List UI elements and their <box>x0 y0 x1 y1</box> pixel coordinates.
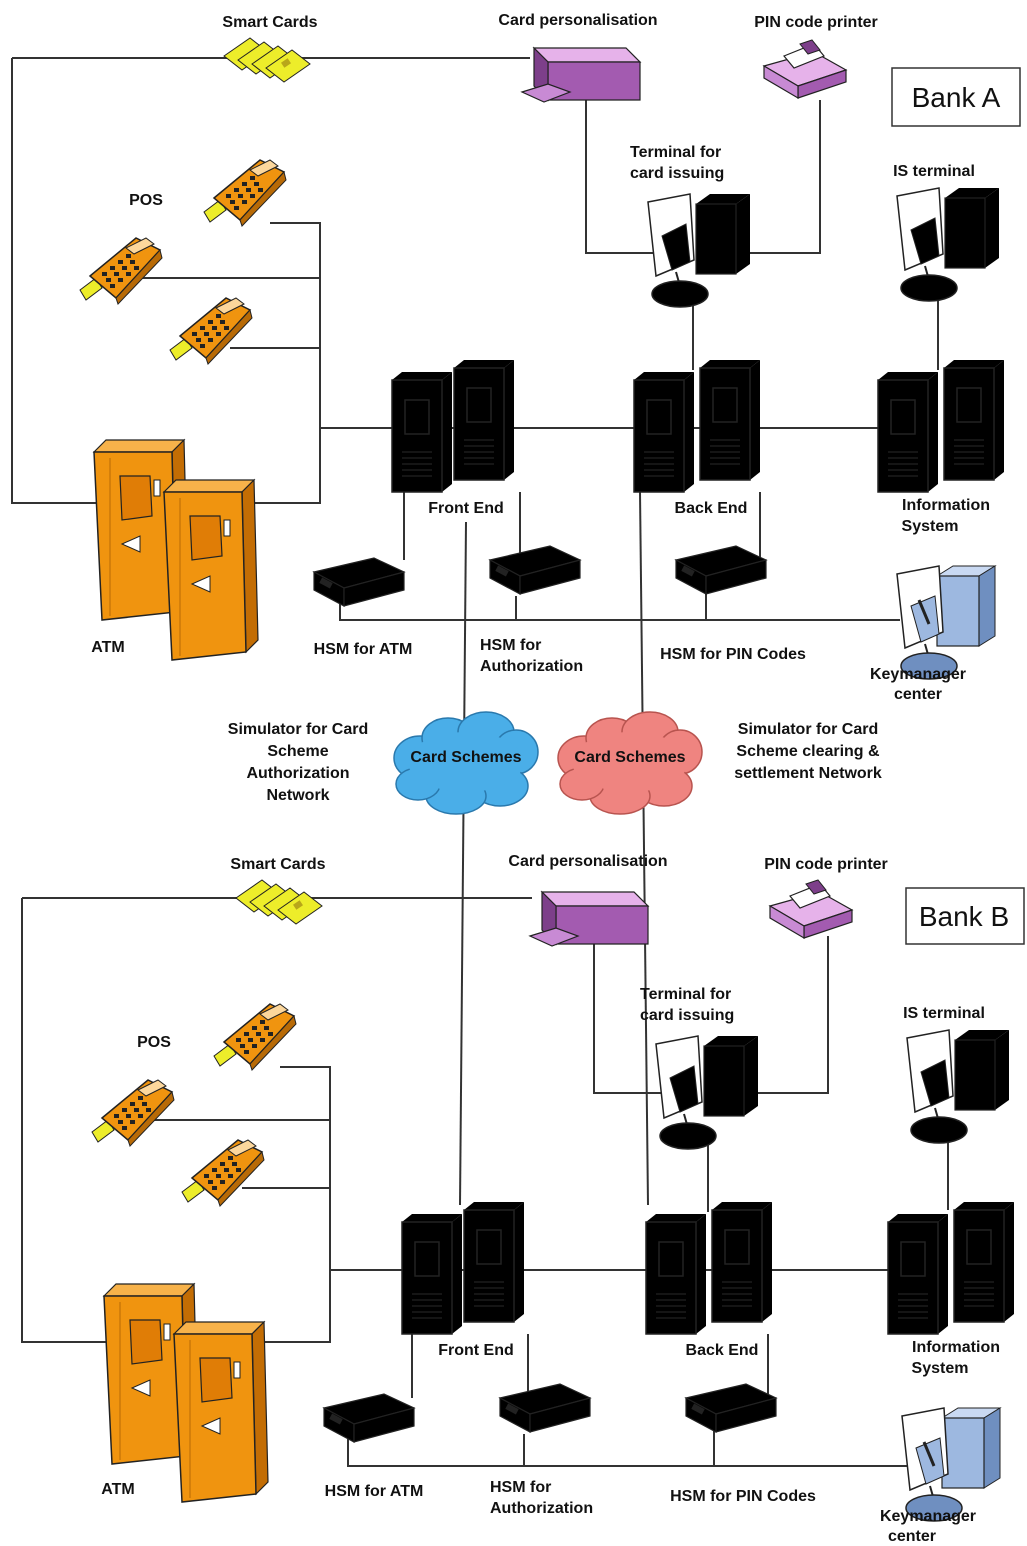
bank-a-keymanager-label-1: Keymanager <box>870 666 966 683</box>
bank-a-title-box <box>891 67 1021 127</box>
bank-b-is-terminal-icon <box>906 1029 1010 1144</box>
bank-a-back-end-server-icon-1 <box>633 371 695 493</box>
bank-b-front-end-server-icon-2 <box>463 1201 525 1323</box>
bank-a-pin-printer-icon <box>763 39 847 99</box>
bank-a-front-end-server-icon-1 <box>391 371 453 493</box>
bank-a-hsm-atm-label: HSM for ATM <box>314 641 413 658</box>
bank-b-front-end-label: Front End <box>438 1342 514 1359</box>
bank-a-hsm-atm-icon <box>313 557 405 607</box>
bank-a-terminal-issuing-label-1: Terminal for <box>630 144 721 161</box>
bank-a-atm-icon-2 <box>163 479 259 661</box>
bank-a-information-system-label-1: Information <box>902 497 990 514</box>
sim-clearing-label-1: Simulator for Card <box>738 721 878 738</box>
bank-b-terminal-issuing-label-1: Terminal for <box>640 986 731 1003</box>
bank-a-smart-cards-label: Smart Cards <box>222 14 317 31</box>
bank-a-back-end-server-icon-2 <box>699 359 761 481</box>
bank-a-pos-icon-1 <box>203 159 287 227</box>
bank-b-pin-printer-label: PIN code printer <box>764 856 888 873</box>
bank-b-hsm-pin-icon <box>685 1383 777 1433</box>
cloud-clearing-label: Card Schemes <box>574 749 685 766</box>
bank-b-pos-icon-1 <box>213 1003 297 1071</box>
bank-b-is-terminal-label: IS terminal <box>903 1005 985 1022</box>
bank-a-front-end-server-icon-2 <box>453 359 515 481</box>
bank-b-keymanager-icon <box>900 1406 1002 1523</box>
sim-auth-label-3: Authorization <box>246 765 349 782</box>
bank-a-pos-label: POS <box>129 192 163 209</box>
bank-b-terminal-issuing-label-2: card issuing <box>640 1007 734 1024</box>
bank-a-front-end-label: Front End <box>428 500 504 517</box>
bank-a-hsm-auth-label-1: HSM for <box>480 637 541 654</box>
sim-auth-label-4: Network <box>266 787 329 804</box>
bank-a-hsm-auth-label-2: Authorization <box>480 658 583 675</box>
bank-a-keymanager-label-2: center <box>894 686 942 703</box>
card-schemes-section: Card Schemes Card Schemes Simulator for … <box>228 711 882 815</box>
sim-auth-label-2: Scheme <box>267 743 328 760</box>
bank-a-title: Bank A <box>912 82 1001 113</box>
bank-b-smart-cards-label: Smart Cards <box>230 856 325 873</box>
bank-b-section: Bank B Smart Cards Card personalisation … <box>21 853 1025 1545</box>
bank-b-front-end-server-icon-1 <box>401 1213 463 1335</box>
bank-a-keymanager-icon <box>895 564 997 681</box>
bank-b-title: Bank B <box>919 901 1009 932</box>
bank-a-back-end-label: Back End <box>675 500 748 517</box>
bank-b-keymanager-label-2: center <box>888 1528 936 1545</box>
bank-a-pos-icon-2 <box>79 237 163 305</box>
bank-a-information-system-label-2: System <box>902 518 959 535</box>
sim-clearing-label-3: settlement Network <box>734 765 882 782</box>
bank-b-hsm-auth-icon <box>499 1383 591 1433</box>
bank-b-hsm-auth-label-2: Authorization <box>490 1500 593 1517</box>
bank-a-hsm-pin-label: HSM for PIN Codes <box>660 646 806 663</box>
bank-b-back-end-label: Back End <box>686 1342 759 1359</box>
bank-b-hsm-atm-label: HSM for ATM <box>325 1483 424 1500</box>
bank-a-section: Bank A Smart Cards Card personalisation … <box>11 12 1021 1206</box>
bank-a-terminal-issuing-label-2: card issuing <box>630 165 724 182</box>
bank-b-hsm-atm-icon <box>323 1393 415 1443</box>
bank-b-card-personalisation-label: Card personalisation <box>508 853 667 870</box>
bank-b-title-box <box>905 887 1025 945</box>
bank-b-back-end-server-icon-2 <box>711 1201 773 1323</box>
bank-a-information-system-icon-2 <box>943 359 1005 481</box>
bank-b-information-system-label-1: Information <box>912 1339 1000 1356</box>
bank-a-is-terminal-label: IS terminal <box>893 163 975 180</box>
bank-a-hsm-pin-icon <box>675 545 767 595</box>
bank-b-card-personalisation-icon <box>529 891 649 947</box>
scheme-wires <box>459 491 649 1206</box>
bank-b-atm-label: ATM <box>101 1481 134 1498</box>
bank-a-terminal-issuing-icon <box>647 193 751 308</box>
cloud-clearing <box>557 711 703 815</box>
bank-a-card-personalisation-label: Card personalisation <box>498 12 657 29</box>
bank-a-pos-icon-3 <box>169 297 253 365</box>
cloud-auth-label: Card Schemes <box>410 749 521 766</box>
bank-b-smart-cards-icon <box>235 879 323 925</box>
cloud-auth <box>393 711 539 815</box>
bank-a-card-personalisation-icon <box>521 47 641 103</box>
bank-b-pos-icon-2 <box>91 1079 175 1147</box>
bank-a-pin-printer-label: PIN code printer <box>754 14 878 31</box>
bank-a-smart-cards-icon <box>223 37 311 83</box>
bank-b-keymanager-label-1: Keymanager <box>880 1508 976 1525</box>
bank-a-hsm-auth-icon <box>489 545 581 595</box>
bank-b-pin-printer-icon <box>769 879 853 939</box>
bank-b-information-system-icon-1 <box>887 1213 949 1335</box>
bank-a-atm-label: ATM <box>91 639 124 656</box>
bank-b-pos-icon-3 <box>181 1139 265 1207</box>
bank-a-information-system-icon-1 <box>877 371 939 493</box>
bank-b-atm-icon-2 <box>173 1321 269 1503</box>
bank-b-back-end-server-icon-1 <box>645 1213 707 1335</box>
sim-auth-label-1: Simulator for Card <box>228 721 368 738</box>
sim-clearing-label-2: Scheme clearing & <box>736 743 880 760</box>
bank-b-information-system-icon-2 <box>953 1201 1015 1323</box>
bank-b-information-system-label-2: System <box>912 1360 969 1377</box>
bank-a-is-terminal-icon <box>896 187 1000 302</box>
bank-b-hsm-pin-label: HSM for PIN Codes <box>670 1488 816 1505</box>
bank-b-hsm-auth-label-1: HSM for <box>490 1479 551 1496</box>
bank-b-terminal-issuing-icon <box>655 1035 759 1150</box>
bank-b-pos-label: POS <box>137 1034 171 1051</box>
